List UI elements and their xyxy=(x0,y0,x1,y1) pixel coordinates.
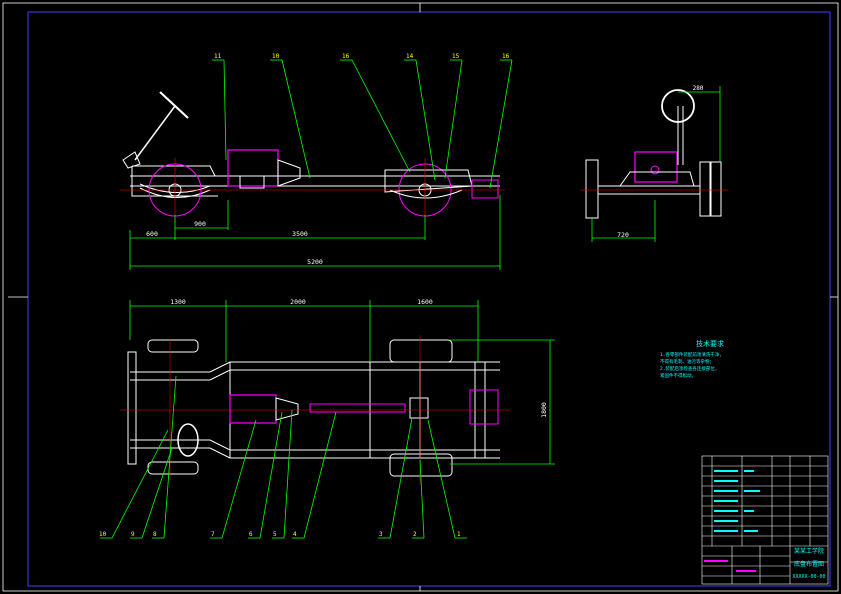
balloon-label: 11 xyxy=(214,53,222,60)
balloon-label: 10 xyxy=(99,531,107,538)
balloon-label: 6 xyxy=(249,531,253,538)
plan-view-leaders xyxy=(100,375,467,539)
plan-view xyxy=(120,335,510,485)
side-view-dimensions xyxy=(129,195,501,270)
tech-requirements-line: 不得有毛刺、油污等杂物； xyxy=(660,358,714,365)
dim-280: 280 xyxy=(693,85,704,92)
side-view-leaders xyxy=(212,59,513,189)
balloon-labels-bottom: 10 9 8 7 6 5 4 3 2 1 xyxy=(99,531,461,538)
tech-requirements-line: 紧固件不得松动。 xyxy=(660,372,696,379)
title-block-title: 底盘布置图 xyxy=(794,560,824,568)
rear-view xyxy=(580,89,728,219)
dim-5200: 5200 xyxy=(307,258,323,266)
side-view xyxy=(120,91,505,222)
balloon-label: 5 xyxy=(273,531,277,538)
dim-1800: 1800 xyxy=(540,402,548,418)
balloon-label: 9 xyxy=(131,531,135,538)
balloon-label: 15 xyxy=(452,53,460,60)
balloon-label: 4 xyxy=(293,531,297,538)
dim-3500: 3500 xyxy=(292,230,308,238)
balloon-label: 10 xyxy=(272,53,280,60)
title-block-school: 某某工学院 xyxy=(794,547,824,555)
tech-requirements-line: 2.装配后须检查各连接部位， xyxy=(660,365,719,372)
balloon-label: 16 xyxy=(502,53,510,60)
dim-1600: 1600 xyxy=(417,298,433,306)
dim-2000: 2000 xyxy=(290,298,306,306)
dim-1300: 1300 xyxy=(170,298,186,306)
title-block xyxy=(701,455,829,585)
plan-view-dimensions xyxy=(129,300,555,465)
tech-requirements-heading: 技术要求 xyxy=(696,339,724,348)
rear-view-dimensions xyxy=(591,86,721,242)
title-block-drawing-no: XXXXX-00-00 xyxy=(792,574,825,580)
balloon-label: 16 xyxy=(342,53,350,60)
balloon-label: 3 xyxy=(379,531,383,538)
dim-900: 900 xyxy=(194,220,206,228)
balloon-label: 8 xyxy=(153,531,157,538)
balloon-label: 7 xyxy=(211,531,215,538)
balloon-labels-top: 11 10 16 14 15 16 xyxy=(214,53,510,60)
tech-requirements: 技术要求 1.各零部件装配前须清洗干净， 不得有毛刺、油污等杂物； 2.装配后须… xyxy=(660,339,724,379)
tech-requirements-line: 1.各零部件装配前须清洗干净， xyxy=(660,351,724,358)
title-block-fill xyxy=(704,470,760,572)
balloon-label: 14 xyxy=(406,53,414,60)
dim-600: 600 xyxy=(146,230,158,238)
balloon-label: 1 xyxy=(457,531,461,538)
dim-720: 720 xyxy=(617,231,629,239)
balloon-label: 2 xyxy=(413,531,417,538)
